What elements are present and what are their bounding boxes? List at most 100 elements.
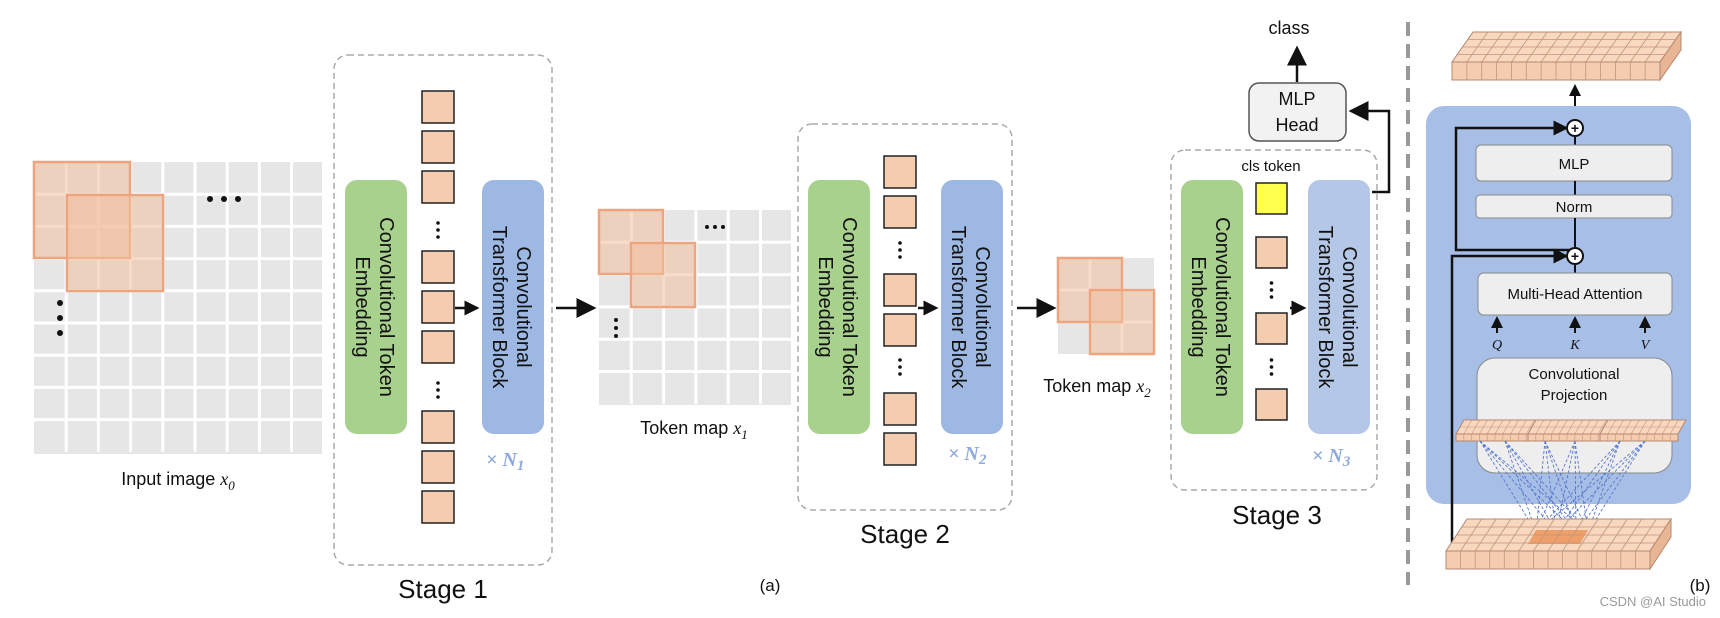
token-map-2-grid [1056,256,1156,356]
ellipsis-dot [1269,281,1274,285]
ellipsis-dot [898,248,902,252]
token-square [421,250,455,284]
ellipsis-dot [436,235,440,239]
projection-dotted-lines [1479,440,1646,533]
residual-path-mlp [1454,120,1575,252]
stage-3-frame [1170,149,1378,491]
stage-2-title: Stage 2 [860,519,950,549]
add-node-bottom-symbol: + [1571,248,1579,264]
stage-1-embedding-label: Convolutional TokenEmbedding [351,217,397,397]
multi-head-attention-box [1477,272,1673,316]
ellipsis-dot [898,358,902,362]
map1-ellipsis-v [614,318,618,338]
token-square [421,290,455,324]
map1-ellipsis-h [705,225,725,229]
mlp-label: MLP [1559,156,1590,173]
input-ellipsis-v [57,300,63,336]
stage-2-frame [797,123,1013,511]
convolutional-projection-box [1476,357,1673,474]
panel-a-label: (a) [760,576,781,595]
stage-3-embedding-label: Convolutional TokenEmbedding [1187,217,1233,397]
token-square [883,155,917,189]
token-square [883,313,917,347]
token-square [421,170,455,204]
stage-1-block-label: ConvolutionalTransformer Block [488,226,534,390]
ellipsis-dot [436,395,440,399]
token-square [883,392,917,426]
k-label: K [1569,338,1580,353]
ellipsis-dot [898,241,902,245]
class-label: class [1268,18,1309,38]
stage-2-embedding-label: Convolutional TokenEmbedding [814,217,860,397]
ellipsis-dot [898,255,902,259]
norm-label: Norm [1556,199,1593,216]
token-square [421,90,455,124]
ellipsis-dot [436,381,440,385]
token-square [421,450,455,484]
stage-1-transformer-block [482,180,544,434]
stage-3-block-label: ConvolutionalTransformer Block [1314,226,1360,390]
token-square [883,195,917,229]
output-token-map [1451,30,1682,82]
token-map-2-label: Token map x2 [1043,376,1151,400]
stage-2: Convolutional TokenEmbedding Convolution… [797,123,1013,549]
ellipsis-dot [1269,295,1274,299]
token-square [883,432,917,466]
ellipsis-dot [1269,365,1274,369]
token-square [1255,236,1288,269]
stage-2-multiplier: × N2 [948,443,987,468]
stage-1-token-embedding [345,180,407,434]
ellipsis-dot [898,372,902,376]
cls-token [1255,182,1288,215]
stage-1-title: Stage 1 [398,574,488,604]
stage-2-token-sequence [883,155,917,466]
input-ellipsis-h [207,196,241,202]
cvt-block-detail: + + MLP Norm Multi-Head Attention Q K V … [1426,30,1691,571]
ellipsis-dot [1269,372,1274,376]
token-square [421,330,455,364]
watermark: CSDN @AI Studio [1600,594,1706,609]
stage-1: Convolutional TokenEmbedding Convolution… [333,54,553,604]
map2-patch-2 [1088,288,1156,356]
cls-token-label: cls token [1241,158,1300,175]
input-patch-2 [65,193,165,293]
ellipsis-dot [436,228,440,232]
token-map-1-grid [597,208,793,405]
stage-2-transformer-block [941,180,1003,434]
stage-1-frame [333,54,553,566]
input-image-label: Input image x0 [121,469,235,493]
ellipsis-dot [436,388,440,392]
token-square [1255,312,1288,345]
add-node-top-symbol: + [1571,120,1579,136]
input-token-map [1445,517,1672,571]
stage-3-multiplier: × N3 [1312,445,1351,470]
panel-b-label: (b) [1690,576,1711,595]
token-square [883,273,917,307]
add-node-top [1566,119,1584,137]
stage-3-title: Stage 3 [1232,500,1322,530]
multi-head-attention-label: Multi-Head Attention [1507,286,1642,303]
token-square [421,410,455,444]
q-label: Q [1492,338,1502,353]
stage-3-transformer-block [1308,180,1370,434]
stage-2-block-label: ConvolutionalTransformer Block [947,226,993,390]
stage-1-token-sequence [421,90,455,524]
token-square [1255,388,1288,421]
token-square [421,490,455,524]
projection-feature-maps [1455,419,1687,442]
stage-3-token-embedding [1181,180,1243,434]
ellipsis-dot [1269,358,1274,362]
token-square [421,130,455,164]
convolution-receptive-field [1528,530,1588,544]
stage-1-multiplier: × N1 [486,449,524,474]
cls-to-head-arrow [1348,101,1391,194]
input-image-grid [32,160,324,454]
token-map-1-label: Token map x1 [640,418,748,442]
ellipsis-dot [898,365,902,369]
v-label: V [1641,338,1651,353]
stage-2-token-embedding [808,180,870,434]
mlp-head [1248,82,1347,142]
